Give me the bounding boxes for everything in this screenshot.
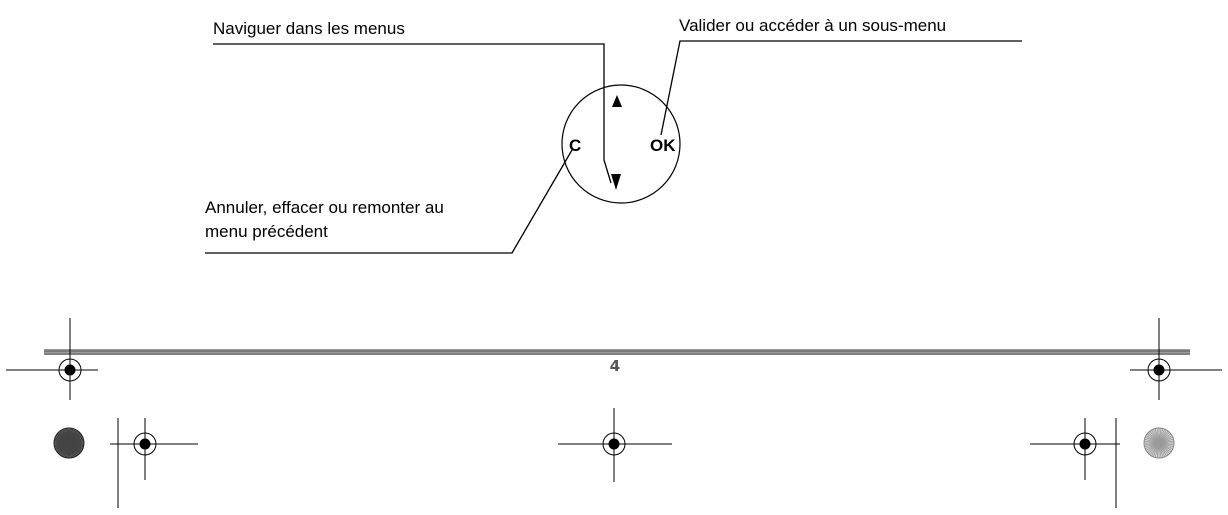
registration-mark-bottom-center — [558, 408, 672, 482]
navigate-leader-line — [213, 43, 612, 184]
moire-target-icon — [53, 427, 85, 459]
down-arrow-icon — [611, 174, 621, 190]
cancel-annotation-line-2: menu précédent — [205, 222, 328, 241]
starburst-target-icon — [1143, 427, 1175, 459]
cancel-annotation: Annuler, effacer ou remonter au menu pré… — [205, 196, 444, 244]
registration-mark-top-right — [1130, 318, 1222, 400]
registration-mark-bottom-left — [110, 418, 198, 508]
navigation-keypad — [561, 84, 681, 204]
c-key-label: C — [569, 136, 581, 155]
validate-annotation: Valider ou accéder à un sous-menu — [679, 16, 947, 35]
ok-key-label: OK — [650, 136, 676, 155]
page-number: 4 — [609, 357, 621, 375]
validate-leader-line — [660, 40, 1022, 136]
registration-mark-top-left — [6, 318, 98, 400]
registration-mark-bottom-right — [1030, 418, 1120, 508]
up-arrow-icon — [612, 95, 622, 107]
navigate-annotation: Naviguer dans les menus — [213, 19, 405, 38]
cancel-annotation-line-1: Annuler, effacer ou remonter au — [205, 198, 444, 217]
cancel-leader-line — [205, 149, 573, 254]
